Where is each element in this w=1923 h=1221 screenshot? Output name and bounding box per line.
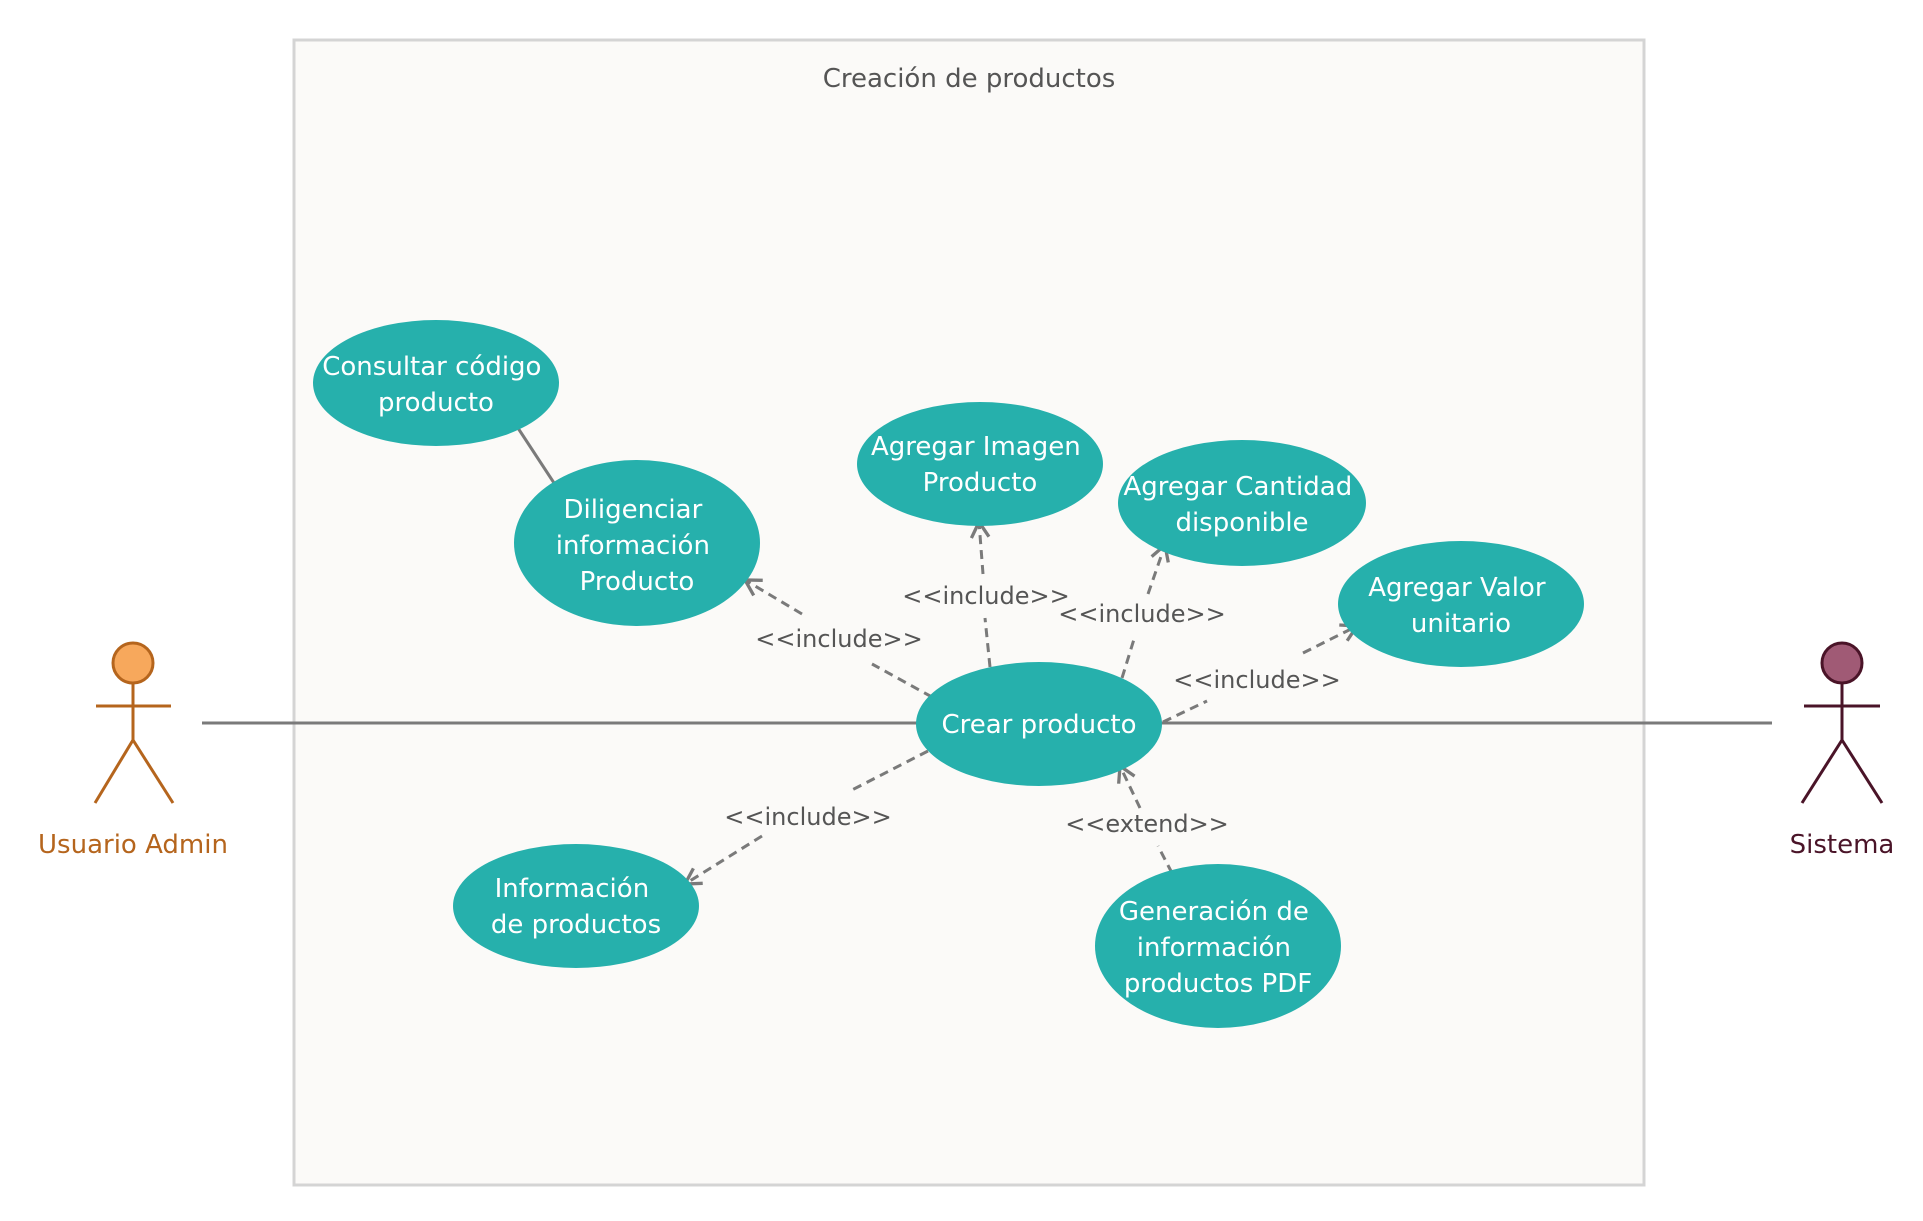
svg-text:Consultar código product: Consultar código producto — [322, 352, 549, 418]
association-consultar-diligenciar — [514, 424, 558, 487]
relation-label: <<include>> — [755, 625, 922, 653]
relation-include-valor: <<include>> — [1162, 623, 1360, 724]
relation-label: <<include>> — [1058, 600, 1225, 628]
actor-label: Sistema — [1790, 830, 1895, 860]
relation-label: <<include>> — [902, 582, 1069, 610]
svg-text:Crear producto: Crear producto — [941, 710, 1136, 740]
use-case-informacion-productos[interactable]: Información de productos — [453, 844, 699, 968]
use-case-consultar-codigo[interactable]: Consultar código producto — [313, 320, 559, 446]
actor-head-icon — [1820, 641, 1864, 685]
svg-text:Agregar Imagen Producto: Agregar Imagen Producto — [871, 432, 1089, 498]
actor-head-icon — [111, 641, 155, 685]
use-case-agregar-cantidad[interactable]: Agregar Cantidad disponible — [1118, 440, 1366, 566]
relation-include-cantidad: <<include>> — [1058, 541, 1226, 679]
relation-include-imagen: <<include>> — [902, 518, 1070, 668]
actor-label: Usuario Admin — [38, 830, 228, 860]
use-case-agregar-imagen[interactable]: Agregar Imagen Producto — [857, 402, 1103, 526]
use-case-agregar-valor[interactable]: Agregar Valor unitario — [1338, 541, 1584, 667]
relation-include-diligenciar: <<include>> — [742, 578, 933, 699]
actor-sistema[interactable]: Sistema — [1790, 641, 1895, 860]
relation-label: <<include>> — [724, 803, 891, 831]
relation-include-info: <<include>> — [682, 749, 929, 886]
use-case-diligenciar-informacion[interactable]: Diligenciar información Producto — [514, 460, 760, 626]
relation-extend-pdf: <<extend>> — [1065, 762, 1229, 874]
svg-text:Generación de informació: Generación de información productos PDF — [1119, 897, 1317, 999]
use-case-generacion-pdf[interactable]: Generación de información productos PDF — [1095, 864, 1341, 1028]
use-case-crear-producto[interactable]: Crear producto — [916, 662, 1162, 786]
system-title: Creación de productos — [823, 64, 1116, 94]
svg-text:Diligenciar información: Diligenciar información Producto — [556, 495, 718, 597]
svg-text:Información de productos: Información de productos — [491, 874, 661, 940]
relation-label: <<include>> — [1173, 666, 1340, 694]
svg-text:Agregar Cantidad disponi: Agregar Cantidad disponible — [1124, 472, 1361, 538]
actor-usuario-admin[interactable]: Usuario Admin — [38, 641, 228, 860]
relation-label: <<extend>> — [1065, 810, 1229, 838]
svg-text:Agregar Valor unitario: Agregar Valor unitario — [1368, 573, 1554, 639]
